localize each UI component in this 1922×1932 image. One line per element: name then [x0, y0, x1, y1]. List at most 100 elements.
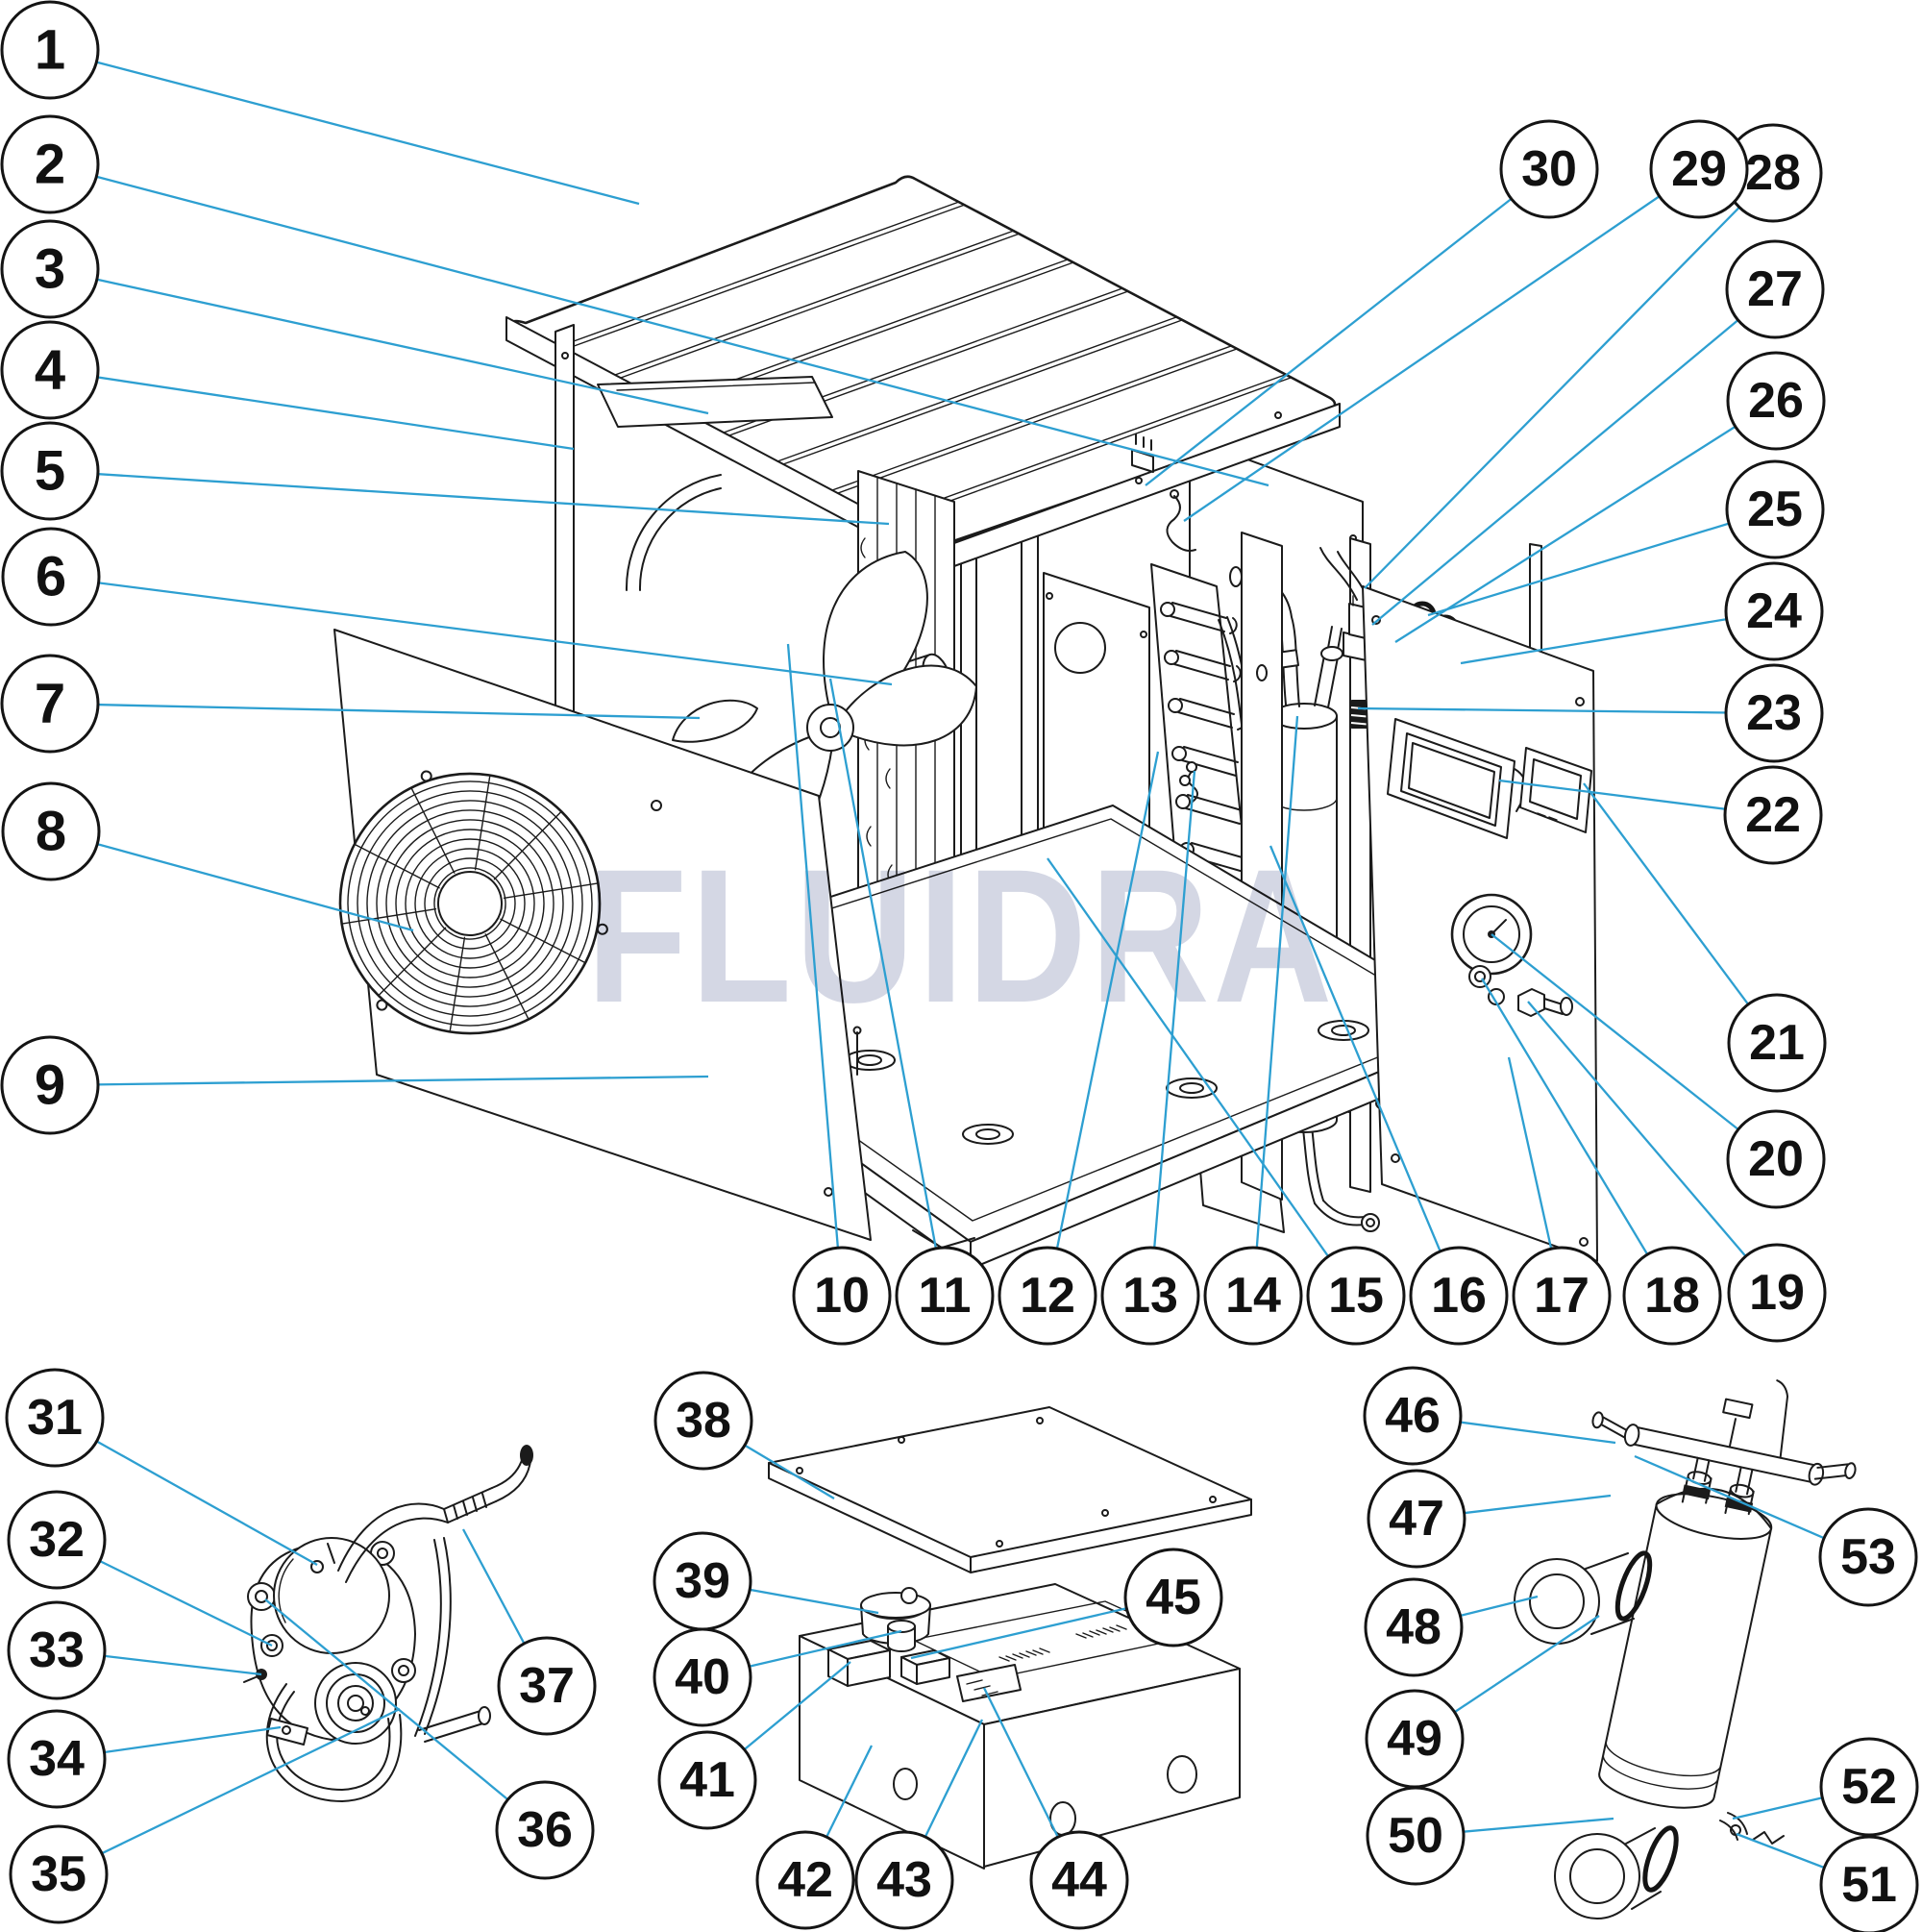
- leader-9: [49, 1075, 709, 1087]
- svg-text:50: 50: [1388, 1808, 1443, 1864]
- svg-text:23: 23: [1746, 685, 1802, 741]
- callout-50: 50: [1366, 1786, 1466, 1886]
- heat-exchanger: [1514, 1379, 1857, 1920]
- compressor-scroll: [314, 1662, 397, 1745]
- callout-38: 38: [653, 1371, 753, 1471]
- svg-text:21: 21: [1749, 1015, 1805, 1071]
- svg-text:45: 45: [1146, 1570, 1201, 1625]
- svg-text:36: 36: [517, 1802, 573, 1858]
- callout-25: 25: [1725, 459, 1825, 559]
- callout-3: 3: [0, 219, 100, 319]
- svg-text:48: 48: [1386, 1599, 1442, 1655]
- leader-24: [1460, 609, 1775, 665]
- callout-5: 5: [0, 421, 100, 521]
- fan-grille: [338, 770, 608, 1035]
- callout-23: 23: [1724, 663, 1824, 763]
- callout-21: 21: [1727, 993, 1827, 1093]
- leader-13: [1148, 770, 1196, 1297]
- leader-18: [1481, 978, 1673, 1297]
- leader-8: [50, 830, 414, 932]
- electrical-box: [768, 1406, 1252, 1870]
- right-front-panel: [1362, 585, 1598, 1262]
- fan-shroud: [625, 474, 722, 591]
- svg-text:46: 46: [1385, 1388, 1441, 1444]
- svg-text:14: 14: [1225, 1268, 1281, 1324]
- front-panel: [333, 629, 872, 1241]
- callout-32: 32: [7, 1490, 107, 1590]
- callout-15: 15: [1306, 1246, 1406, 1346]
- loose-blade: [672, 699, 758, 743]
- terminal-strip: [956, 1664, 1022, 1702]
- leader-11: [828, 678, 947, 1297]
- callout-43: 43: [854, 1830, 954, 1930]
- svg-text:35: 35: [31, 1846, 86, 1902]
- svg-text:9: 9: [35, 1054, 65, 1117]
- leader-19: [1527, 1001, 1778, 1294]
- callout-24: 24: [1724, 561, 1824, 661]
- callout-42: 42: [755, 1830, 855, 1930]
- svg-text:16: 16: [1431, 1268, 1487, 1324]
- callout-44: 44: [1029, 1830, 1129, 1930]
- compressor-assembly: [243, 1445, 533, 1802]
- leader-23: [1357, 706, 1775, 715]
- svg-text:4: 4: [35, 339, 65, 402]
- svg-text:27: 27: [1747, 261, 1803, 317]
- svg-text:31: 31: [27, 1390, 83, 1446]
- wire-clip: [1131, 433, 1154, 473]
- leader-27: [1371, 288, 1776, 626]
- svg-text:37: 37: [519, 1658, 575, 1714]
- svg-text:17: 17: [1534, 1268, 1589, 1324]
- contactor: [827, 1640, 891, 1687]
- leader-21: [1583, 782, 1778, 1044]
- callout-37: 37: [497, 1636, 597, 1736]
- svg-text:52: 52: [1841, 1759, 1897, 1815]
- callout-22: 22: [1723, 765, 1823, 865]
- callout-45: 45: [1123, 1548, 1223, 1647]
- leader-lines: [49, 48, 1870, 1887]
- sensor-wire: [1166, 489, 1196, 552]
- callout-30: 30: [1499, 119, 1599, 219]
- top-bracket: [597, 376, 833, 428]
- leader-12: [1046, 751, 1160, 1297]
- callout-7: 7: [0, 654, 100, 754]
- discharge-pipe: [337, 1445, 533, 1583]
- callout-16: 16: [1409, 1246, 1509, 1346]
- callout-2: 2: [0, 114, 100, 214]
- callout-18: 18: [1622, 1246, 1722, 1346]
- callout-34: 34: [7, 1709, 107, 1809]
- callout-12: 12: [998, 1246, 1097, 1346]
- svg-text:25: 25: [1747, 482, 1803, 537]
- display-module: [1519, 747, 1592, 833]
- relay: [900, 1649, 950, 1685]
- svg-text:42: 42: [777, 1852, 833, 1908]
- svg-text:13: 13: [1122, 1268, 1178, 1324]
- leader-29: [1183, 168, 1700, 522]
- leader-16: [1269, 845, 1461, 1297]
- callout-1: 1: [0, 0, 100, 100]
- leader-35: [58, 1707, 401, 1876]
- callout-35: 35: [9, 1824, 109, 1924]
- svg-text:33: 33: [29, 1622, 85, 1678]
- leader-26: [1394, 400, 1777, 643]
- leader-7: [49, 702, 701, 720]
- svg-text:26: 26: [1748, 373, 1804, 429]
- svg-text:29: 29: [1671, 141, 1727, 197]
- union-fitting-lower: [1554, 1825, 1679, 1920]
- svg-text:3: 3: [35, 238, 65, 301]
- svg-text:30: 30: [1521, 141, 1577, 197]
- callout-17: 17: [1512, 1246, 1612, 1346]
- callout-36: 36: [495, 1780, 595, 1880]
- callout-26: 26: [1726, 351, 1826, 451]
- svg-text:19: 19: [1749, 1265, 1805, 1321]
- svg-text:2: 2: [35, 134, 65, 196]
- callout-53: 53: [1818, 1507, 1918, 1607]
- svg-text:22: 22: [1745, 787, 1801, 843]
- svg-text:7: 7: [35, 673, 65, 735]
- callout-28: 28: [1723, 123, 1823, 223]
- callout-52: 52: [1819, 1737, 1919, 1837]
- svg-text:5: 5: [35, 440, 65, 503]
- callout-13: 13: [1100, 1246, 1200, 1346]
- svg-text:12: 12: [1020, 1268, 1075, 1324]
